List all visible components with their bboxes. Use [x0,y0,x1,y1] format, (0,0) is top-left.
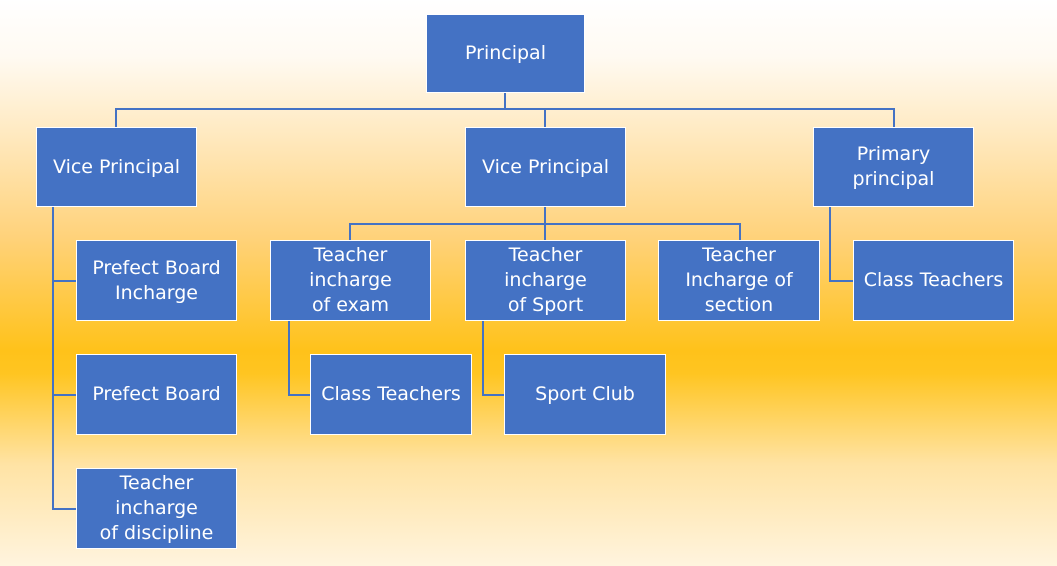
node-teacher-incharge-discipline: Teacher incharge of discipline [76,468,237,549]
node-prefect-board-incharge: Prefect Board Incharge [76,240,237,321]
node-teacher-incharge-exam: Teacher incharge of exam [270,240,431,321]
node-sport-club: Sport Club [504,354,666,435]
node-vice-principal-center: Vice Principal [465,127,626,207]
node-teacher-incharge-section: Teacher Incharge of section [658,240,820,321]
node-class-teachers-primary: Class Teachers [853,240,1014,321]
node-class-teachers-exam: Class Teachers [310,354,472,435]
node-prefect-board: Prefect Board [76,354,237,435]
node-vice-principal-left: Vice Principal [36,127,197,207]
node-teacher-incharge-sport: Teacher incharge of Sport [465,240,626,321]
node-primary-principal: Primary principal [813,127,974,207]
node-principal: Principal [426,14,585,93]
